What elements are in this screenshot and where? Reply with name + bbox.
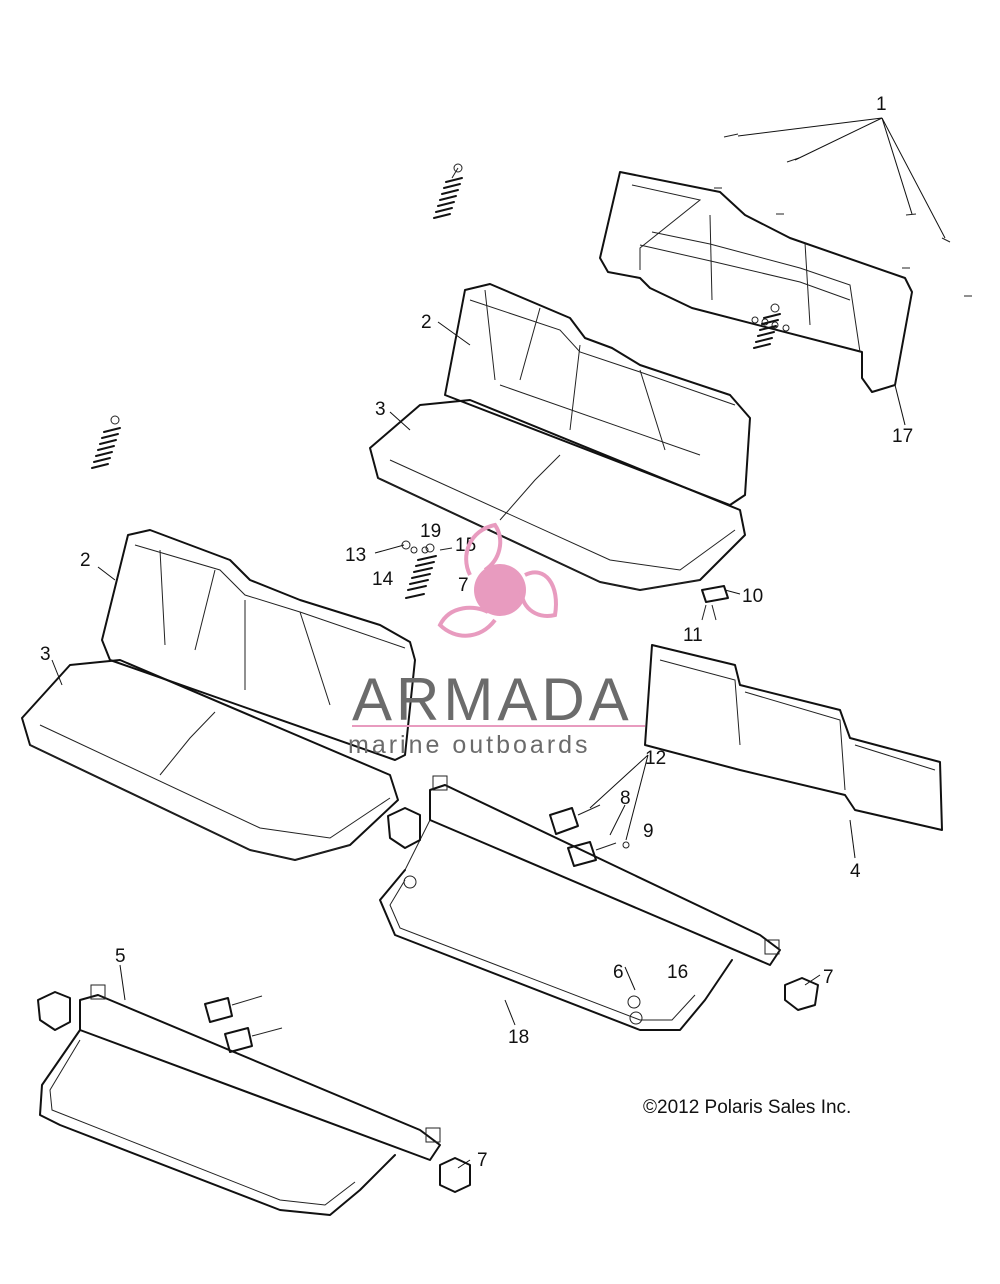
- seat-frame-18: [379, 775, 819, 1031]
- copyright-notice: ©2012 Polaris Sales Inc.: [643, 1097, 851, 1118]
- callout-6: 6: [613, 962, 624, 983]
- seat-frame-5: [37, 984, 471, 1216]
- seat-belt-buckles: [549, 804, 630, 867]
- upper-seat-back-2: [444, 283, 751, 506]
- lower-seat-cushion-3: [21, 659, 399, 861]
- callout-4: 4: [850, 861, 861, 882]
- callout-7-right: 7: [823, 967, 834, 988]
- spring-7: [405, 543, 437, 599]
- callout-9: 9: [643, 821, 654, 842]
- callout-13: 13: [345, 545, 366, 566]
- callout-14: 14: [372, 569, 394, 590]
- callout-12: 12: [645, 748, 666, 769]
- callout-5: 5: [115, 946, 126, 967]
- fasteners-row: [751, 316, 790, 332]
- callout-2-upper: 2: [421, 312, 432, 333]
- callout-3-upper: 3: [375, 399, 386, 420]
- upper-seat-cushion-3: [369, 399, 746, 591]
- spring-left: [91, 415, 121, 469]
- bracket-10: [701, 585, 729, 621]
- seat-back-panel-17: [599, 171, 913, 393]
- callout-10: 10: [742, 586, 763, 607]
- armada-watermark: ARMADA marine outboards: [348, 522, 645, 759]
- callout-2-lower: 2: [80, 550, 91, 571]
- callout-11: 11: [683, 625, 703, 646]
- spring-top: [433, 163, 463, 219]
- callout-3-lower: 3: [40, 644, 51, 665]
- fasteners-13-19: [401, 540, 453, 554]
- armada-logo-emblem: [437, 522, 558, 638]
- callout-16: 16: [667, 962, 688, 983]
- callout-18: 18: [508, 1027, 529, 1048]
- callout-1: 1: [876, 94, 887, 115]
- watermark-brand: ARMADA: [352, 666, 633, 733]
- leader-lines: [51, 321, 906, 1169]
- callout-19: 19: [420, 521, 441, 542]
- callout-7-spring: 7: [458, 575, 469, 596]
- watermark-tagline: marine outboards: [348, 731, 591, 759]
- screws-1: [714, 117, 972, 297]
- callout-17: 17: [892, 426, 913, 447]
- callout-7-bottom: 7: [477, 1150, 488, 1171]
- seat-panel-4: [644, 644, 943, 831]
- callout-8: 8: [620, 788, 631, 809]
- spring-panel: [753, 303, 781, 349]
